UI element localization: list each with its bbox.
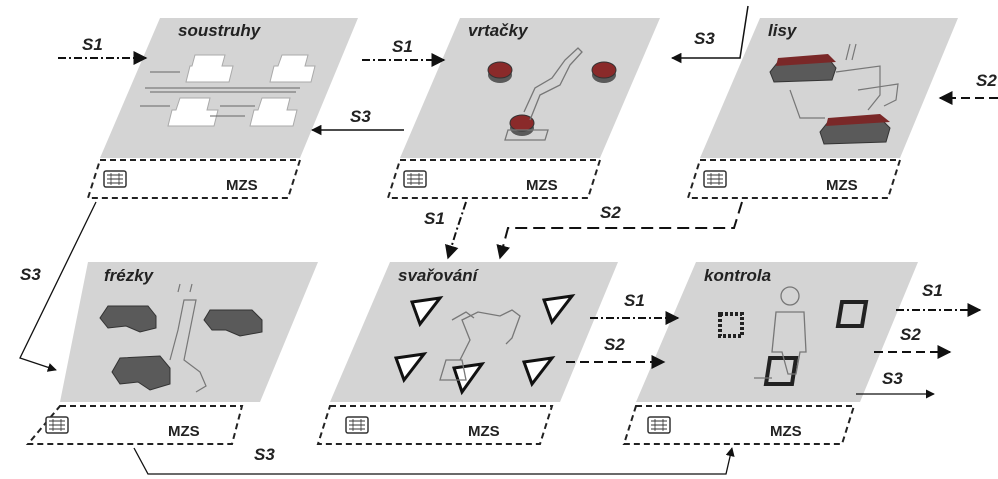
lathe-conveyor	[140, 71, 300, 117]
flow-label-s3: S3	[882, 369, 903, 388]
cell-vrtacky-platform	[400, 18, 660, 158]
cell-kontrola-mzs-label: MZS	[770, 423, 802, 440]
cell-kontrola: MZS kontrola	[622, 262, 918, 445]
cell-frezky-title: frézky	[104, 266, 155, 285]
flow-s2-inlet: S2	[938, 71, 998, 105]
inspector-person-icon	[754, 286, 807, 379]
flow-label-s3: S3	[254, 445, 275, 464]
flow-label-s3: S3	[350, 107, 371, 126]
flow-s1-inlet: S1	[58, 35, 148, 65]
cell-vrtacky-mzs-label: MZS	[526, 177, 558, 194]
flow-label-s2: S2	[900, 325, 921, 344]
press-conveyor	[789, 43, 899, 119]
lathe-machines	[167, 54, 316, 127]
flow-s3-frezky-kontrola: S3	[133, 445, 735, 475]
mzs-icon	[103, 170, 127, 188]
flow-s2-lisy-svarovani: S2	[496, 201, 743, 260]
cell-lisy: MZS lisy	[686, 18, 958, 199]
cell-vrtacky-title: vrtačky	[468, 21, 529, 40]
cell-lisy-mzs-label: MZS	[826, 177, 858, 194]
flow-s1-soustruhy-vrtacky: S1	[362, 37, 446, 67]
mzs-icon	[345, 416, 369, 434]
mzs-icon	[45, 416, 69, 434]
mzs-icon	[703, 170, 727, 188]
flow-label-s1: S1	[624, 291, 645, 310]
flow-s3-soustruhy-frezky: S3	[19, 201, 97, 372]
flow-s1-outlet: S1	[896, 281, 982, 317]
flow-label-s1: S1	[82, 35, 103, 54]
cell-svarovani: MZS svařování	[316, 262, 618, 445]
cell-kontrola-platform	[636, 262, 918, 402]
cell-soustruhy-mzs-label: MZS	[226, 177, 258, 194]
flow-label-s2: S2	[976, 71, 997, 90]
drill-machines	[487, 61, 617, 136]
milling-conveyor	[169, 283, 207, 393]
milling-machines	[99, 305, 263, 391]
flow-s2-outlet: S2	[874, 325, 952, 359]
cell-frezky-mzs-box	[25, 405, 244, 445]
flow-label-s3: S3	[20, 265, 41, 284]
flow-s2-svarovani-kontrola: S2	[566, 335, 666, 369]
flow-s3-outlet: S3	[856, 369, 935, 399]
cell-svarovani-mzs-label: MZS	[468, 423, 500, 440]
cell-frezky: MZS frézky	[25, 262, 318, 445]
cell-svarovani-title: svařování	[398, 266, 480, 285]
mzs-icon	[403, 170, 427, 188]
flow-s3-top: S3	[670, 5, 749, 64]
robot-arm-icon	[504, 47, 583, 141]
cell-lisy-platform	[700, 18, 958, 158]
inspection-stations	[718, 300, 869, 386]
flow-label-s2: S2	[604, 335, 625, 354]
cell-soustruhy: MZS soustruhy	[86, 18, 358, 199]
flow-label-s3: S3	[694, 29, 715, 48]
cell-soustruhy-title: soustruhy	[178, 21, 262, 40]
cell-soustruhy-mzs-box	[86, 159, 302, 199]
flow-label-s1: S1	[922, 281, 943, 300]
mzs-icon	[647, 416, 671, 434]
flow-s1-vrtacky-svarovani: S1	[424, 201, 467, 260]
flow-label-s1: S1	[392, 37, 413, 56]
cell-vrtacky: MZS vrtačky	[386, 18, 660, 199]
flow-label-s1: S1	[424, 209, 445, 228]
cell-kontrola-mzs-box	[622, 405, 856, 445]
cell-frezky-mzs-label: MZS	[168, 423, 200, 440]
cell-kontrola-title: kontrola	[704, 266, 771, 285]
cell-lisy-title: lisy	[768, 21, 798, 40]
welding-robot-icon	[439, 309, 521, 381]
cell-svarovani-mzs-box	[316, 405, 554, 445]
cell-vrtacky-mzs-box	[386, 159, 602, 199]
press-machines	[769, 54, 891, 145]
flow-s3-vrtacky-soustruhy: S3	[310, 107, 404, 136]
flow-label-s2: S2	[600, 203, 621, 222]
flow-s1-svarovani-kontrola: S1	[590, 291, 680, 325]
cell-lisy-mzs-box	[686, 159, 902, 199]
